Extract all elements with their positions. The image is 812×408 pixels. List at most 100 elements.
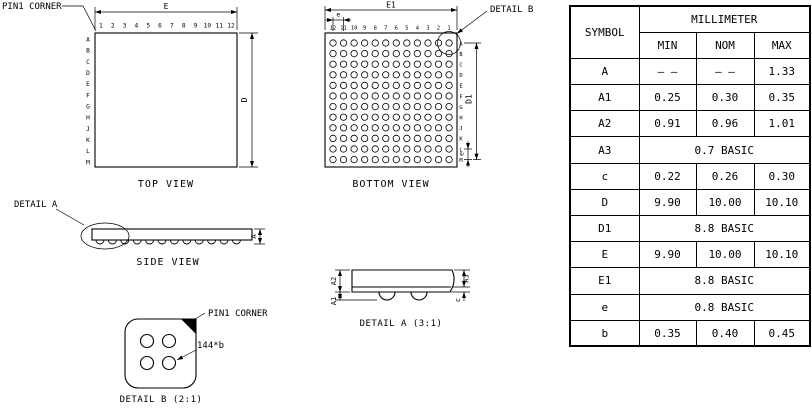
solder-ball [371, 103, 379, 111]
bottom-view-title: BOTTOM VIEW [352, 179, 429, 190]
solder-ball [371, 113, 379, 121]
solder-ball [361, 124, 369, 132]
solder-ball [139, 355, 155, 371]
bottom-row-label: G [459, 105, 462, 111]
bottom-col-label: 12 [330, 26, 337, 32]
symbol-cell: A2 [569, 110, 640, 138]
solder-ball [413, 113, 421, 121]
solder-ball [392, 103, 400, 111]
dimension-table: SYMBOL MILLIMETER MIN NOM MAX A – – – – … [569, 5, 812, 348]
bottom-col-label: 2 [437, 26, 440, 32]
solder-ball [382, 39, 390, 47]
solder-ball-bump [231, 239, 241, 245]
table-row: e 0.8 BASIC [569, 293, 811, 321]
bottom-row-label: J [459, 126, 462, 132]
solder-ball [329, 145, 337, 153]
top-col-label: 5 [146, 23, 150, 30]
table-header-unit: MILLIMETER [638, 5, 811, 33]
min-cell: 0.35 [638, 319, 697, 347]
top-col-label: 3 [123, 23, 127, 30]
solder-ball [371, 71, 379, 79]
detail-a-body [351, 269, 455, 293]
max-cell: 0.30 [753, 162, 811, 190]
bottom-row-label: K [459, 137, 463, 143]
solder-ball [413, 134, 421, 142]
solder-ball [371, 39, 379, 47]
solder-ball [445, 103, 453, 111]
solder-ball [424, 49, 432, 58]
symbol-cell: D1 [569, 214, 640, 243]
nom-cell: 10.00 [695, 188, 755, 217]
table-row: b 0.35 0.40 0.45 [569, 319, 811, 347]
side-view: DETAIL A A SIDE VIEW [14, 200, 265, 268]
solder-ball [445, 60, 453, 68]
solder-ball [161, 333, 177, 349]
symbol-cell: A3 [569, 136, 640, 164]
solder-ball-section [410, 291, 428, 301]
solder-ball [339, 49, 348, 58]
solder-ball [329, 156, 337, 164]
solder-ball-bump [157, 239, 167, 245]
detail-b-leader [456, 10, 488, 34]
solder-ball-bump [95, 239, 105, 245]
solder-ball [350, 156, 358, 164]
solder-ball [361, 113, 369, 121]
max-cell: 1.01 [753, 110, 811, 138]
solder-ball [361, 156, 369, 164]
solder-ball [361, 92, 369, 100]
table-header-min: MIN [638, 31, 697, 59]
solder-ball [392, 113, 400, 121]
top-col-label: 6 [158, 23, 162, 30]
ball-count-leader [176, 349, 197, 361]
symbol-cell: c [569, 162, 640, 190]
solder-ball [403, 113, 411, 121]
solder-ball [445, 92, 453, 100]
symbol-cell: e [569, 293, 640, 321]
solder-ball-bump [107, 239, 117, 245]
dim-label-A: A [250, 234, 258, 239]
solder-ball [161, 355, 177, 371]
solder-ball [339, 81, 348, 90]
solder-ball-bump [169, 239, 179, 245]
ball-count-label: 144*b [197, 341, 224, 351]
detail-b-callout-label: DETAIL B [490, 5, 533, 15]
nom-cell: 0.30 [695, 84, 755, 112]
top-row-label: D [86, 70, 90, 77]
solder-ball [392, 92, 400, 100]
solder-ball [329, 113, 337, 121]
solder-ball [403, 134, 411, 142]
nom-cell: 0.26 [695, 162, 755, 190]
solder-ball [382, 60, 390, 68]
pin1-corner-mark [181, 319, 196, 334]
solder-ball-bump [145, 239, 155, 245]
symbol-cell: E1 [569, 267, 640, 295]
solder-ball [382, 103, 390, 111]
solder-ball [329, 92, 337, 100]
solder-ball-bump [182, 239, 192, 245]
bottom-col-label: 8 [374, 26, 377, 32]
solder-ball [350, 134, 358, 142]
solder-ball [139, 333, 155, 349]
solder-ball [339, 113, 348, 121]
min-cell: – – [638, 57, 697, 86]
bottom-row-label: E [459, 84, 462, 90]
solder-ball [413, 60, 421, 68]
solder-ball [339, 39, 348, 47]
top-col-label: 11 [215, 23, 223, 30]
dim-label-D: D [240, 97, 249, 102]
bottom-col-label: 6 [395, 26, 398, 32]
symbol-cell: b [569, 319, 640, 347]
max-cell: 1.33 [753, 57, 811, 86]
solder-ball [371, 60, 379, 68]
symbol-cell: D [569, 188, 640, 217]
solder-ball [403, 103, 411, 111]
max-cell: 0.45 [753, 319, 811, 347]
side-view-balls [95, 239, 241, 245]
bottom-col-label: 1 [447, 26, 450, 32]
top-view-pin1-corner-label: PIN1 CORNER [2, 2, 62, 12]
solder-ball [434, 60, 443, 68]
bottom-col-label: 11 [340, 26, 347, 32]
solder-ball [445, 134, 453, 142]
